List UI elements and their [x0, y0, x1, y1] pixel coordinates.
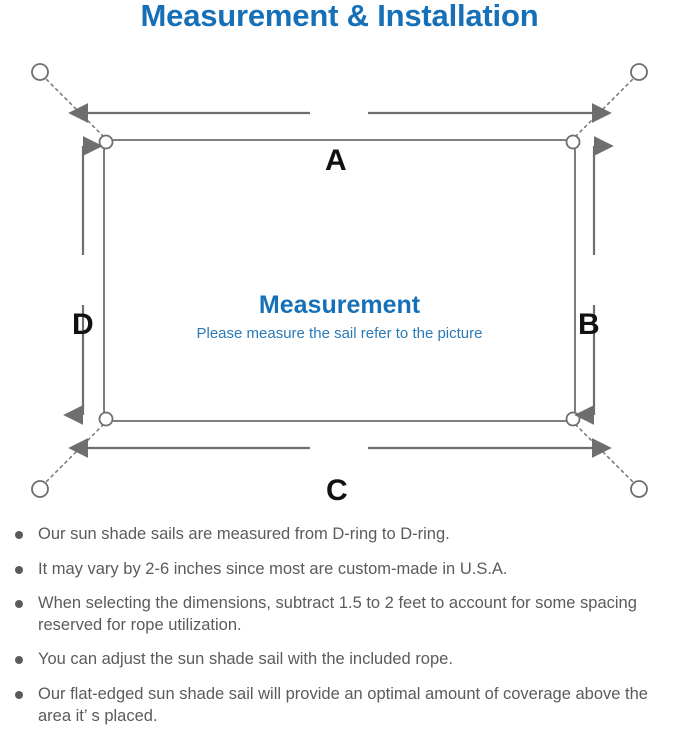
dimension-label-d: D [72, 308, 94, 341]
list-item: When selecting the dimensions, subtract … [10, 593, 679, 636]
list-item: Our sun shade sails are measured from D-… [10, 524, 679, 546]
bullet-icon [15, 600, 23, 609]
list-item: You can adjust the sun shade sail with t… [10, 649, 679, 671]
list-item: Our flat-edged sun shade sail will provi… [10, 684, 679, 727]
bullet-icon [15, 691, 23, 700]
diagram-center-subtext: Please measure the sail refer to the pic… [196, 325, 483, 342]
anchor-rope-lines [41, 74, 638, 487]
list-item: It may vary by 2-6 inches since most are… [10, 559, 679, 581]
rope-top-left [41, 74, 105, 138]
anchor-ring-bottom-right [630, 480, 648, 498]
anchor-ring-bottom-left [31, 480, 49, 498]
d-ring-top-right [565, 134, 581, 150]
rope-bottom-left [41, 423, 105, 487]
rope-top-right [574, 74, 638, 138]
notes-list: Our sun shade sails are measured from D-… [10, 524, 679, 727]
list-item-text: You can adjust the sun shade sail with t… [38, 650, 453, 669]
d-ring-top-left [98, 134, 114, 150]
dimension-label-a: A [325, 144, 347, 177]
page-title: Measurement & Installation [140, 0, 539, 33]
dimension-label-b: B [578, 308, 600, 341]
list-item-text: Our flat-edged sun shade sail will provi… [38, 685, 648, 725]
anchor-ring-top-right [630, 63, 648, 81]
anchor-ring-top-left [31, 63, 49, 81]
dimension-label-c: C [326, 474, 348, 507]
d-ring-bottom-right [565, 411, 581, 427]
bullet-icon [15, 656, 23, 665]
list-item-text: It may vary by 2-6 inches since most are… [38, 559, 508, 578]
diagram-center-heading: Measurement [258, 291, 421, 319]
measurement-diagram: A B C D Measurement Please measure the s… [0, 48, 679, 518]
sail-diagram-svg [31, 63, 648, 498]
bullet-icon [15, 565, 23, 574]
d-ring-bottom-left [98, 411, 114, 427]
anchor-rings [31, 63, 648, 498]
sail-body [103, 139, 576, 422]
rope-bottom-right [574, 423, 638, 487]
list-item-text: Our sun shade sails are measured from D-… [38, 525, 450, 543]
bullet-icon [15, 531, 23, 539]
list-item-text: When selecting the dimensions, subtract … [38, 594, 637, 634]
